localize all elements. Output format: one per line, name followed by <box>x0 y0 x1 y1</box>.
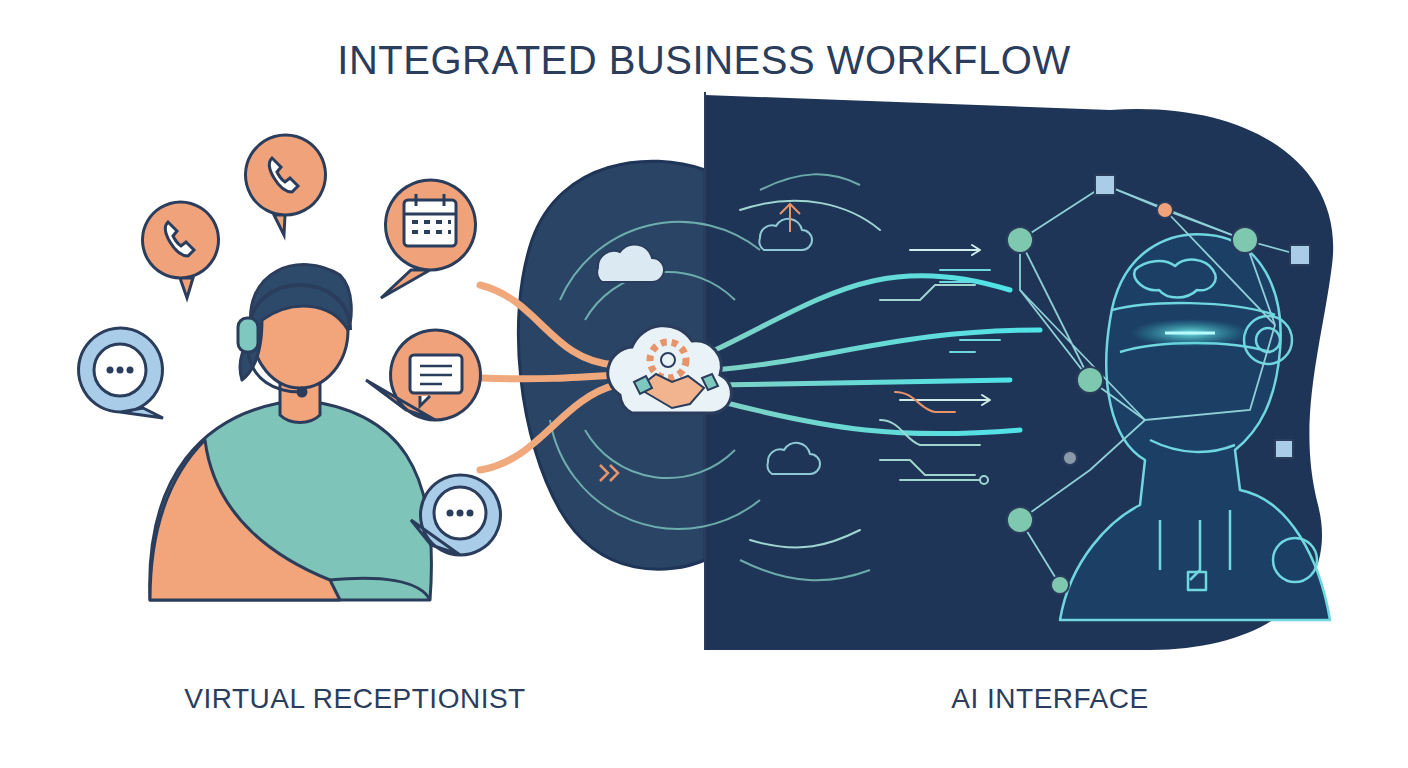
panel-label: VIRTUAL RECEPTIONIST <box>184 683 525 715</box>
diagram-title: INTEGRATED BUSINESS WORKFLOW <box>337 38 1070 83</box>
panel-label: AI INTERFACE <box>951 683 1148 715</box>
